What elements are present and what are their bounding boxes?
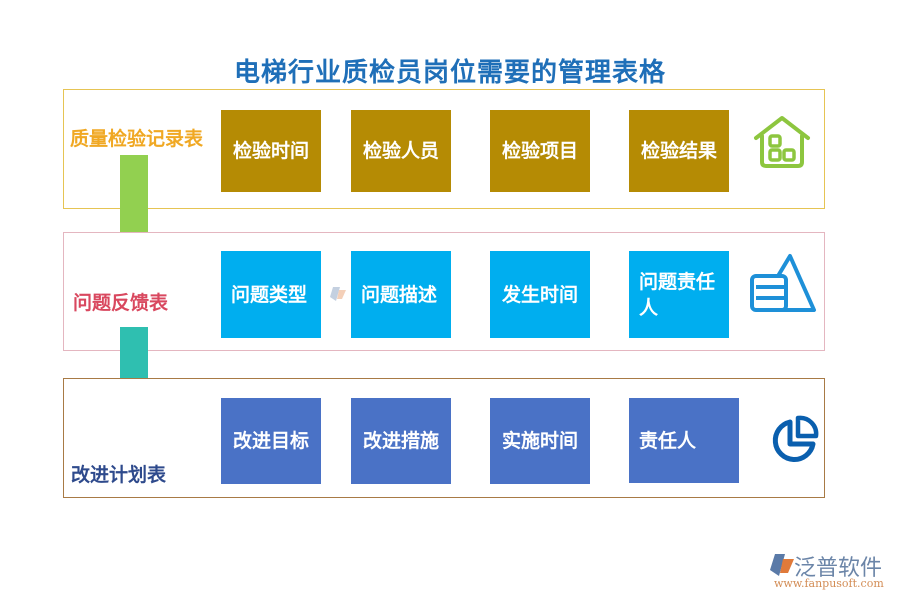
item-problem-type: 问题类型: [221, 251, 321, 338]
house-icon: [754, 116, 810, 168]
brand-name: 泛普软件: [794, 556, 883, 581]
item-inspection-result: 检验结果: [629, 110, 729, 192]
pie-chart-icon: [772, 415, 819, 462]
watermark-logo-icon: [330, 287, 346, 301]
brand-url: www.fanpusoft.com: [774, 577, 884, 590]
item-improvement-measures: 改进措施: [351, 398, 451, 484]
item-implementation-time: 实施时间: [490, 398, 590, 484]
page-title: 电梯行业质检员岗位需要的管理表格: [233, 58, 666, 88]
item-problem-description: 问题描述: [351, 251, 451, 338]
section-label-problem-feedback: 问题反馈表: [73, 292, 169, 314]
item-inspection-item: 检验项目: [490, 110, 590, 192]
item-occurrence-time: 发生时间: [490, 251, 590, 338]
item-inspector: 检验人员: [351, 110, 451, 192]
item-responsible-person: 责任人: [629, 398, 739, 483]
item-inspection-time: 检验时间: [221, 110, 321, 192]
section-label-quality-inspection-record: 质量检验记录表: [70, 128, 204, 150]
item-improvement-goal: 改进目标: [221, 398, 321, 484]
brand-logo-icon: [770, 554, 794, 576]
pyramid-chart-icon: [750, 254, 816, 312]
item-problem-owner: 问题责任人: [629, 251, 729, 338]
section-label-improvement-plan: 改进计划表: [71, 464, 167, 486]
brand-logo: 泛普软件 www.fanpusoft.com: [768, 550, 893, 595]
